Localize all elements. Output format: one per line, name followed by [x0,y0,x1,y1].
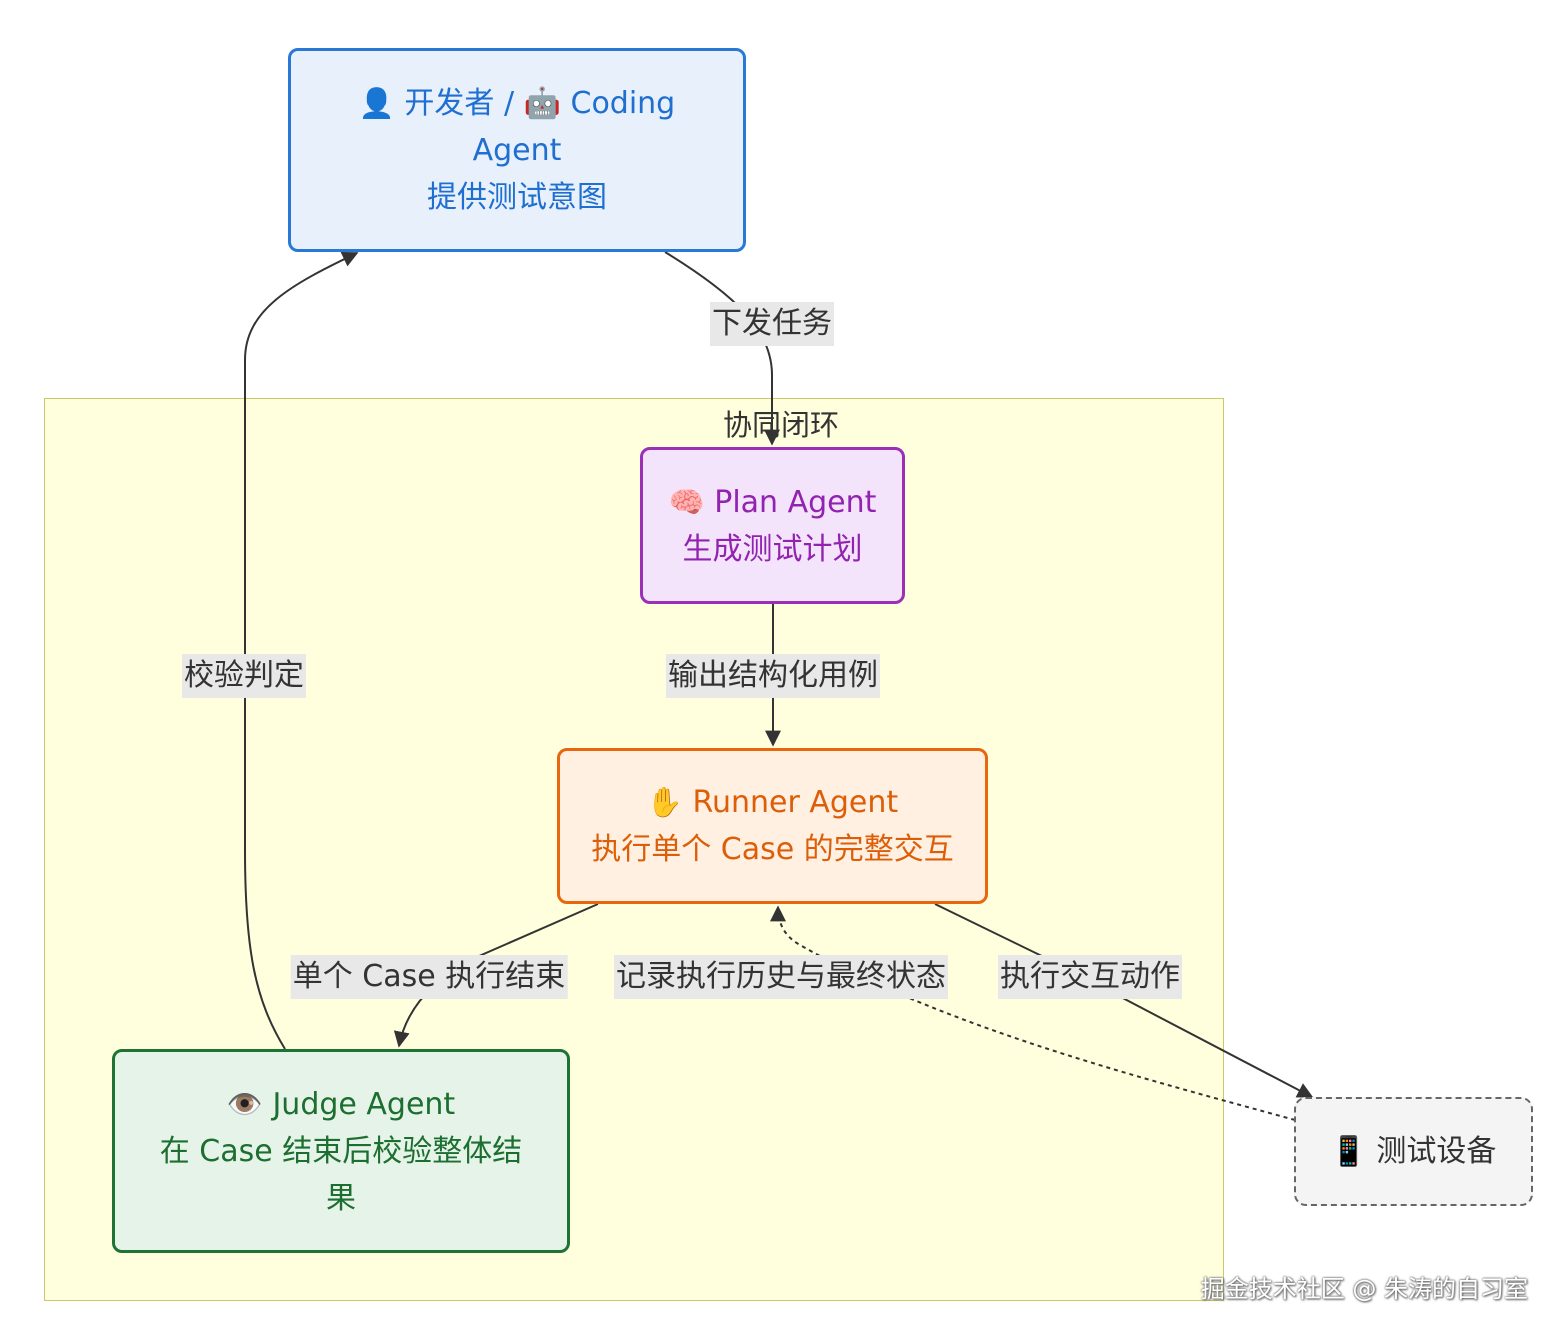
edge-label-case-done: 单个 Case 执行结束 [290,955,568,999]
plan-agent-node: 🧠 Plan Agent 生成测试计划 [640,447,905,604]
eye-icon: 👁️ [226,1086,263,1121]
runner-agent-node: ✋ Runner Agent 执行单个 Case 的完整交互 [557,748,988,904]
plan-title: Plan Agent [714,484,877,520]
plan-desc: 生成测试计划 [682,531,863,567]
brain-icon: 🧠 [668,484,705,519]
test-device-node: 📱 测试设备 [1294,1097,1533,1206]
phone-icon: 📱 [1330,1134,1367,1168]
device-title: 测试设备 [1376,1134,1497,1169]
developer-title: 开发者 / 🤖 Coding [404,85,676,121]
edge-label-record-history: 记录执行历史与最终状态 [614,955,948,999]
developer-title-cont: Agent [472,132,562,168]
edge-record-history [770,905,1296,1121]
watermark: 掘金技术社区 @ 朱涛的自习室 [1200,1275,1528,1303]
edge-label-dispatch: 下发任务 [710,302,834,346]
person-icon: 👤 [358,85,395,120]
edge-interact [934,903,1314,1098]
developer-coding-agent-node: 👤 开发者 / 🤖 Coding Agent 提供测试意图 [288,48,746,252]
edge-label-output-cases: 输出结构化用例 [666,654,880,698]
developer-desc: 提供测试意图 [427,179,607,215]
runner-title: Runner Agent [692,785,899,820]
group-title: 协同闭环 [722,408,839,442]
judge-agent-node: 👁️ Judge Agent 在 Case 结束后校验整体结 果 [112,1049,570,1253]
edge-label-verify: 校验判定 [182,654,306,698]
runner-desc: 执行单个 Case 的完整交互 [591,832,954,867]
edge-verify [244,251,359,1050]
judge-desc-cont: 果 [326,1180,356,1216]
edge-dispatch [664,251,780,446]
hand-icon: ✋ [646,785,683,819]
edge-label-interact: 执行交互动作 [998,955,1182,999]
judge-title: Judge Agent [272,1086,456,1122]
judge-desc: 在 Case 结束后校验整体结 [159,1133,523,1169]
